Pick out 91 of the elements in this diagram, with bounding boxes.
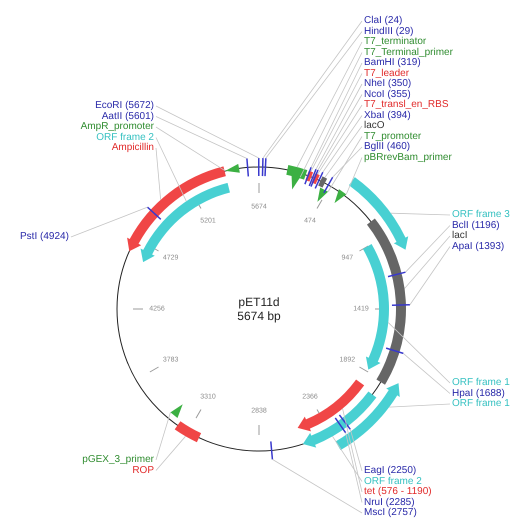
feature-block bbox=[318, 176, 328, 188]
feature-arc bbox=[366, 218, 406, 385]
feature-label: ORF frame 2 bbox=[364, 476, 422, 486]
feature-label: lacI bbox=[452, 231, 468, 241]
feature-arc bbox=[140, 182, 230, 262]
leader-line bbox=[317, 104, 362, 175]
feature-label: pBRrevBam_primer bbox=[364, 152, 452, 162]
site-tick bbox=[314, 172, 324, 189]
restriction-site-label: ApaI (1393) bbox=[452, 242, 504, 252]
feature-label: lacO bbox=[364, 121, 385, 131]
feature-block bbox=[174, 421, 202, 442]
leader-line bbox=[300, 52, 362, 178]
site-tick bbox=[258, 158, 260, 176]
restriction-site-label: BglII (460) bbox=[364, 142, 410, 152]
leader-line bbox=[388, 322, 450, 384]
primer-triangle bbox=[170, 404, 183, 418]
leader-line bbox=[342, 408, 362, 492]
leader-line bbox=[156, 116, 248, 159]
primer-triangle bbox=[317, 187, 328, 202]
feature-arc bbox=[302, 391, 376, 448]
site-tick bbox=[304, 167, 312, 184]
leader-line bbox=[156, 148, 162, 200]
restriction-site-label: PstI (4924) bbox=[20, 232, 69, 242]
restriction-site-label: HpaI (1688) bbox=[452, 388, 505, 398]
feature-arc bbox=[336, 383, 400, 450]
site-tick bbox=[392, 304, 410, 306]
feature-label: T7_leader bbox=[364, 68, 410, 78]
site-tick bbox=[323, 176, 334, 194]
plasmid-size: 5674 bp bbox=[237, 310, 281, 322]
plasmid-name: pET11d bbox=[238, 296, 280, 308]
leader-line bbox=[156, 106, 260, 158]
site-tick bbox=[246, 158, 250, 176]
leader-line bbox=[324, 126, 362, 178]
site-tick bbox=[270, 441, 274, 460]
feature-label: T7_Terminal_primer bbox=[364, 48, 453, 58]
leader-line bbox=[322, 115, 362, 173]
leader-line bbox=[390, 212, 450, 216]
restriction-site-label: EcoRI (5672) bbox=[95, 101, 154, 111]
leader-line bbox=[410, 246, 450, 306]
restriction-site-label: AatII (5601) bbox=[102, 112, 154, 122]
primer-triangle bbox=[292, 174, 300, 190]
feature-label: ROP bbox=[132, 466, 154, 476]
leader-line bbox=[318, 94, 362, 170]
primer-triangle bbox=[334, 189, 346, 204]
feature-label: ORF frame 3 bbox=[452, 210, 510, 220]
restriction-site-label: NheI (350) bbox=[364, 79, 412, 89]
leader-line bbox=[388, 404, 450, 408]
site-tick bbox=[264, 158, 267, 176]
restriction-site-label: XbaI (394) bbox=[364, 110, 411, 120]
leader-line bbox=[156, 126, 226, 172]
leader-line bbox=[156, 137, 187, 202]
feature-label: pGEX_3_primer bbox=[82, 455, 154, 465]
restriction-site-label: HindIII (29) bbox=[364, 26, 414, 36]
feature-arc bbox=[348, 177, 408, 250]
leader-line bbox=[272, 459, 362, 514]
leader-line bbox=[405, 225, 450, 273]
leader-line bbox=[346, 157, 362, 195]
feature-label: ORF frame 1 bbox=[452, 399, 510, 409]
feature-label: ORF frame 2 bbox=[96, 132, 154, 142]
leader-line bbox=[296, 42, 362, 168]
feature-label: Ampicillin bbox=[112, 143, 154, 153]
leader-line bbox=[156, 436, 186, 471]
restriction-site-label: EagI (2250) bbox=[364, 466, 416, 476]
leader-line bbox=[345, 432, 362, 503]
feature-arc bbox=[298, 380, 364, 432]
leader-line bbox=[328, 136, 362, 192]
restriction-site-label: NcoI (355) bbox=[364, 90, 411, 100]
leader-line bbox=[350, 428, 362, 472]
feature-label: tet (576 - 1190) bbox=[364, 487, 432, 497]
feature-label: T7_transl_en_RBS bbox=[364, 100, 448, 110]
leader-line bbox=[316, 84, 362, 170]
leader-line bbox=[332, 146, 362, 178]
restriction-site-label: MscI (2757) bbox=[364, 508, 417, 518]
leader-line bbox=[332, 436, 362, 482]
feature-label: T7_terminator bbox=[364, 37, 426, 47]
leader-line bbox=[156, 412, 171, 460]
restriction-site-label: BamHI (319) bbox=[364, 58, 421, 68]
leader-line bbox=[404, 236, 450, 289]
site-tick bbox=[308, 168, 317, 186]
primer-triangle bbox=[225, 164, 240, 173]
feature-label: T7_promoter bbox=[364, 132, 422, 142]
site-tick bbox=[262, 158, 264, 176]
site-tick bbox=[310, 170, 319, 187]
restriction-site-label: NruI (2285) bbox=[364, 498, 415, 508]
leader-line bbox=[402, 353, 450, 394]
feature-label: ORF frame 1 bbox=[452, 378, 510, 388]
feature-arc bbox=[127, 166, 226, 252]
restriction-site-label: ClaI (24) bbox=[364, 16, 402, 26]
leader-line bbox=[70, 206, 148, 238]
restriction-site-label: BclI (1196) bbox=[452, 220, 500, 230]
feature-label: AmpR_promoter bbox=[80, 122, 154, 132]
